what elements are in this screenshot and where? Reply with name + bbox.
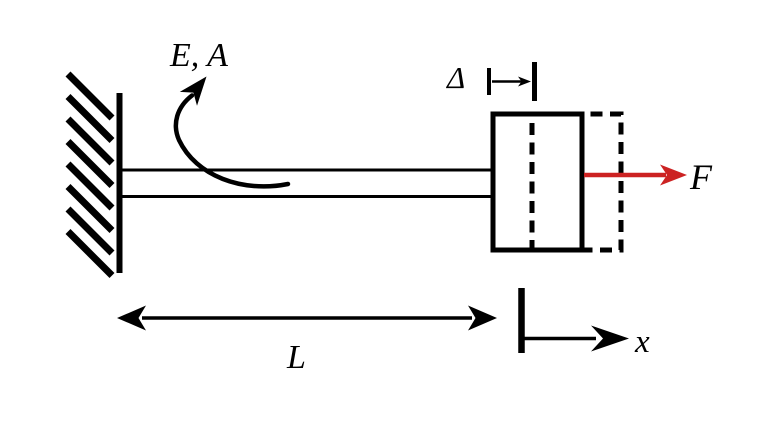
length-arrowhead-right [468, 305, 497, 331]
length-label: L [286, 339, 306, 376]
displacement-label: Δ [445, 60, 465, 95]
material-properties-label: E, A [169, 37, 228, 74]
material-pointer-arrowhead [179, 76, 207, 106]
fixed-support-hatching [65, 71, 115, 278]
force-arrowhead [660, 164, 687, 186]
x-axis-arrow [518, 288, 629, 353]
force-label: F [689, 157, 713, 197]
bar-member [121, 168, 496, 198]
end-block-solid [490, 111, 585, 253]
material-pointer-arrow [173, 76, 291, 189]
displacement-arrowhead [518, 76, 531, 87]
length-arrowhead-left [117, 305, 146, 331]
length-dimension-arrow [117, 305, 497, 331]
x-axis-arrowhead [591, 325, 629, 352]
force-arrow [584, 164, 687, 186]
x-axis-label: x [634, 324, 650, 360]
end-block-displaced-dashed [529, 111, 624, 253]
displacement-dimension [487, 62, 537, 101]
